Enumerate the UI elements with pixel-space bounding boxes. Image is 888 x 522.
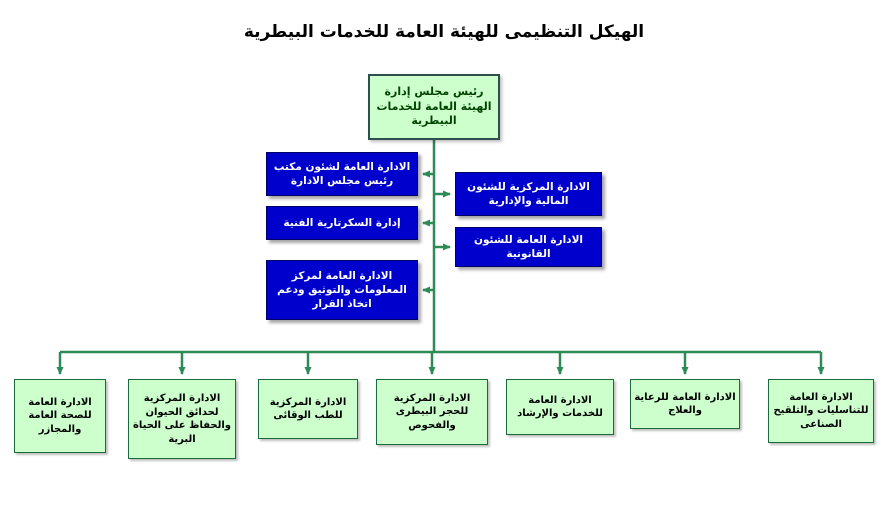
bottom-box-preventive-medicine: الادارة المركزية للطب الوقائى (258, 379, 358, 439)
right-box-legal-affairs: الادارة العامة للشئون القانونية (455, 227, 602, 267)
right-box-financial-admin-affairs: الادارة المركزية للشئون المالية والإداري… (455, 172, 602, 216)
left-box-information-center: الادارة العامة لمركز المعلومات والتوثيق … (266, 260, 418, 320)
bottom-box-label: الادارة المركزية للطب الوقائى (269, 396, 347, 422)
bottom-box-services-extension: الادارة العامة للخدمات والإرشاد (506, 379, 614, 435)
right-box-label: الادارة العامة للشئون القانونية (474, 233, 583, 260)
org-chart-title: الهيكل التنظيمى للهيئة العامة للخدمات ال… (243, 22, 645, 42)
bottom-box-label: الادارة العامة للصحة العامة والمجازر (28, 396, 92, 435)
chairman-box-label: رئيس مجلس إدارة الهيئة العامة للخدمات ال… (376, 84, 492, 128)
right-box-label: الادارة المركزية للشئون المالية والإداري… (467, 180, 590, 207)
bottom-box-label: الادارة المركزية لحدائق الحيوان والحفاظ … (132, 393, 232, 445)
bottom-box-label: الادارة المركزية للحجر البيطرى والفحوص (393, 392, 471, 431)
bottom-box-reproduction-artificial-insemination: الادارة العامة للتناسليات والتلقيح الصنا… (768, 379, 874, 443)
bottom-box-care-treatment: الادارة العامة للرعاية والعلاج (630, 379, 740, 429)
bottom-box-label: الادارة العامة للتناسليات والتلقيح الصنا… (773, 391, 869, 430)
left-box-chairman-office-affairs: الادارة العامة لشئون مكتب رئيس مجلس الاد… (266, 152, 418, 196)
bottom-box-public-health-slaughterhouses: الادارة العامة للصحة العامة والمجازر (14, 379, 106, 453)
left-box-label: إدارة السكرتارية الفنية (283, 216, 401, 229)
chairman-box: رئيس مجلس إدارة الهيئة العامة للخدمات ال… (368, 74, 500, 140)
bottom-box-veterinary-quarantine: الادارة المركزية للحجر البيطرى والفحوص (376, 379, 488, 445)
bottom-box-label: الادارة العامة للخدمات والإرشاد (517, 394, 603, 420)
left-box-technical-secretariat: إدارة السكرتارية الفنية (266, 206, 418, 240)
left-box-label: الادارة العامة لمركز المعلومات والتوثيق … (277, 269, 407, 311)
bottom-box-label: الادارة العامة للرعاية والعلاج (634, 391, 736, 417)
bottom-box-zoos-wildlife: الادارة المركزية لحدائق الحيوان والحفاظ … (128, 379, 236, 459)
left-box-label: الادارة العامة لشئون مكتب رئيس مجلس الاد… (273, 160, 411, 187)
